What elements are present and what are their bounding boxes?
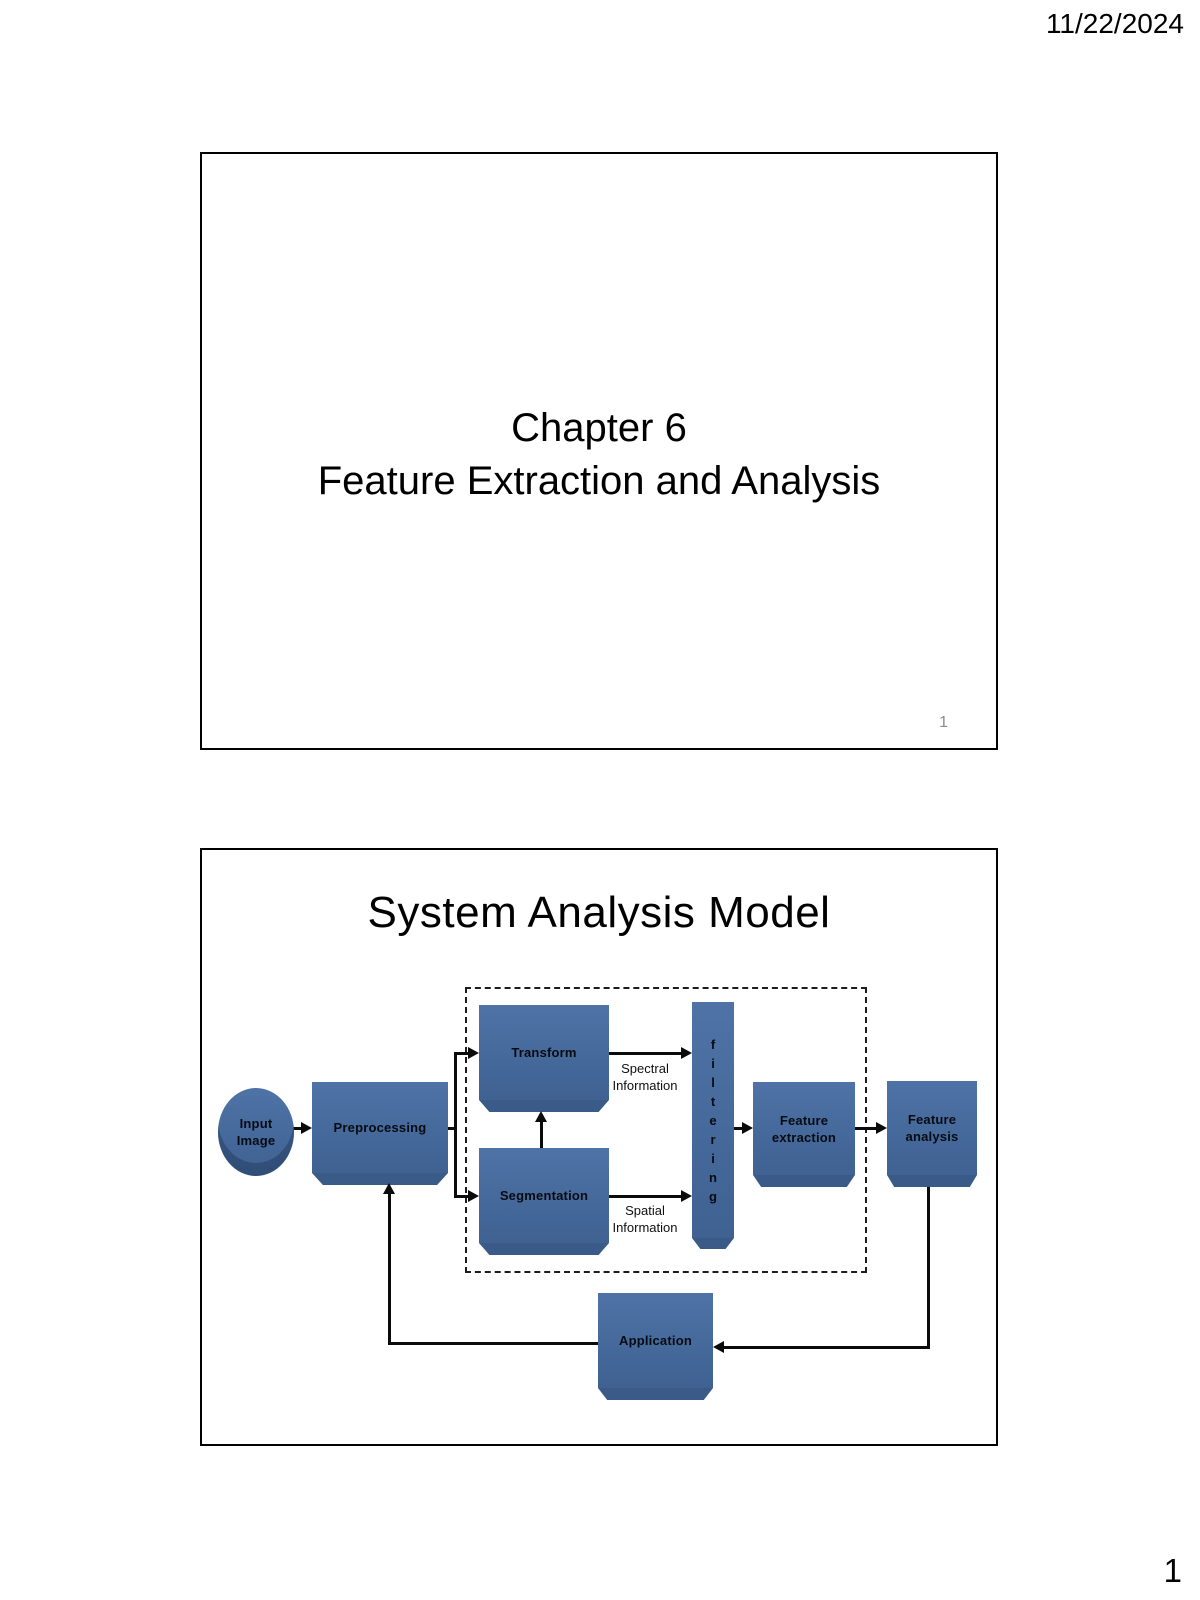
application-bevel: [598, 1388, 713, 1400]
node-preprocessing: Preprocessing: [312, 1082, 448, 1173]
node-feature-extraction: Feature extraction: [753, 1082, 855, 1175]
system-analysis-diagram: Input Image Preprocessing Transform Segm…: [202, 850, 996, 1444]
preprocessing-bevel: [312, 1173, 448, 1185]
line-segmentation-to-transform: [540, 1122, 543, 1148]
segmentation-bevel: [479, 1243, 609, 1255]
arrowhead-to-feature-extraction: [742, 1122, 753, 1134]
feature-analysis-bevel: [887, 1175, 977, 1187]
feature-analysis-label-line2: analysis: [905, 1129, 959, 1144]
line-preprocessing-out: [448, 1127, 457, 1130]
filtering-letter: i: [711, 1150, 715, 1166]
slide1-title-line1: Chapter 6: [511, 406, 687, 450]
line-feature-analysis-down: [927, 1187, 930, 1349]
line-branch-to-segmentation: [454, 1195, 471, 1198]
node-input-image: Input Image: [218, 1088, 294, 1176]
spectral-label-line2: Information: [612, 1078, 678, 1093]
line-input-to-preprocessing: [292, 1127, 304, 1130]
line-segmentation-to-filtering: [609, 1195, 682, 1198]
filtering-letter: i: [711, 1055, 715, 1071]
segmentation-label: Segmentation: [499, 1188, 589, 1203]
filtering-letter: f: [710, 1036, 716, 1052]
line-filtering-to-feature-extraction: [734, 1127, 743, 1130]
node-transform: Transform: [479, 1005, 609, 1100]
node-filtering: f i l t e r i n g: [692, 1002, 734, 1238]
arrowhead-spectral-to-filtering: [681, 1047, 692, 1059]
page-number: 1: [1163, 1552, 1182, 1589]
input-image-label-line2: Image: [236, 1133, 276, 1148]
spatial-label-line2: Information: [612, 1220, 678, 1235]
input-image-label-line1: Input: [239, 1116, 273, 1131]
slide1-slide-number: 1: [939, 714, 948, 731]
filtering-letter: g: [709, 1188, 717, 1204]
arrowhead-to-feature-analysis: [876, 1122, 887, 1134]
spatial-label-line1: Spatial: [625, 1203, 665, 1218]
filtering-bevel: [692, 1238, 734, 1249]
slide-1: Chapter 6 Feature Extraction and Analysi…: [200, 152, 998, 750]
line-feedback-vertical: [388, 1194, 391, 1345]
filtering-letter: e: [709, 1112, 717, 1128]
line-branch-vertical: [454, 1052, 457, 1198]
feature-extraction-bevel: [753, 1175, 855, 1187]
feature-extraction-label-line1: Feature: [779, 1112, 829, 1128]
filtering-letter: l: [711, 1074, 715, 1090]
slide-2: System Analysis Model Input Image Prepro…: [200, 848, 998, 1446]
feature-analysis-label-line1: Feature: [907, 1112, 957, 1127]
spectral-label-line1: Spectral: [621, 1061, 669, 1076]
handout-date: 11/22/2024: [1045, 8, 1184, 39]
arrowhead-to-application: [713, 1341, 724, 1353]
feature-extraction-label-line2: extraction: [771, 1129, 837, 1145]
line-right-to-application: [723, 1346, 930, 1349]
arrowhead-segmentation-to-transform: [535, 1111, 547, 1122]
line-branch-to-transform: [454, 1052, 471, 1055]
arrowhead-to-segmentation: [468, 1190, 479, 1202]
slide1-title: Chapter 6 Feature Extraction and Analysi…: [202, 402, 996, 508]
node-segmentation: Segmentation: [479, 1148, 609, 1243]
node-feature-analysis: Feature analysis: [887, 1081, 977, 1175]
filtering-letter: r: [710, 1131, 716, 1147]
application-label: Application: [619, 1333, 692, 1348]
preprocessing-label: Preprocessing: [333, 1120, 427, 1135]
filtering-letter: n: [709, 1169, 717, 1185]
slide1-title-line2: Feature Extraction and Analysis: [317, 459, 881, 503]
slide2-title: System Analysis Model: [367, 888, 831, 937]
line-application-feedback-horizontal: [388, 1342, 598, 1345]
arrowhead-feedback-to-preprocessing: [383, 1183, 395, 1194]
arrowhead-to-transform: [468, 1047, 479, 1059]
line-feature-extraction-to-analysis: [855, 1127, 877, 1130]
transform-label: Transform: [511, 1045, 577, 1060]
arrowhead-spatial-to-filtering: [681, 1190, 692, 1202]
transform-bevel: [479, 1100, 609, 1112]
line-transform-to-filtering: [609, 1052, 682, 1055]
spectral-information-label: Spectral Information: [593, 1060, 697, 1094]
dashed-processing-container: [465, 987, 867, 1273]
spatial-information-label: Spatial Information: [593, 1202, 697, 1236]
node-application: Application: [598, 1293, 713, 1388]
arrowhead-input-to-preprocessing: [301, 1122, 312, 1134]
filtering-letter: t: [710, 1093, 716, 1109]
